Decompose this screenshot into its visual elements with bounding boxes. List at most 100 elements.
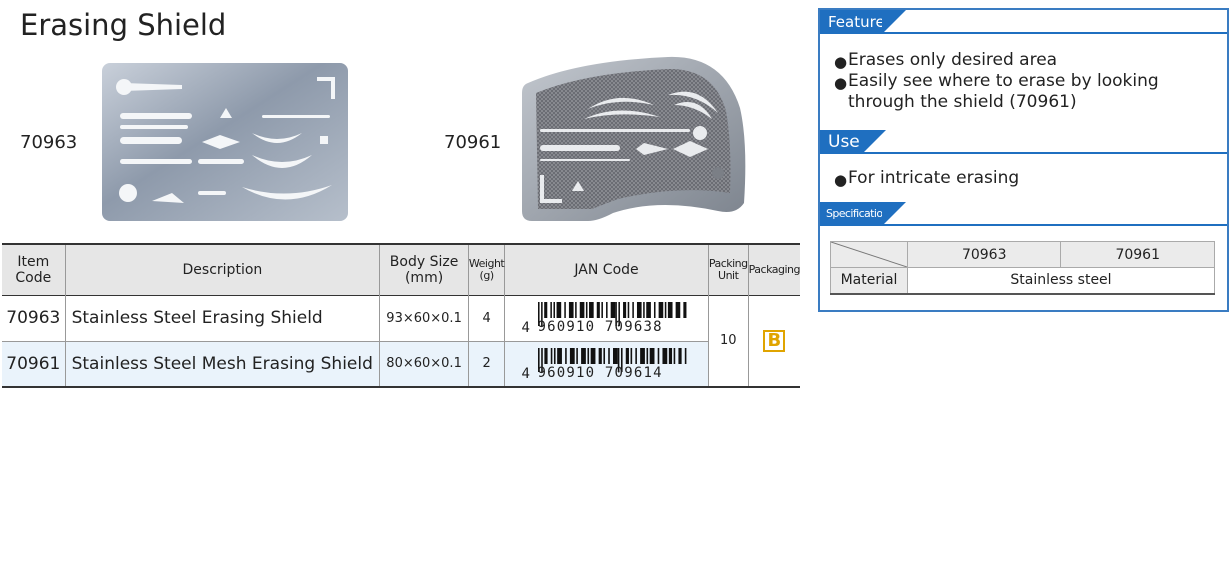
header-item-code: Item Code: [2, 244, 66, 295]
barcode-bar: [682, 302, 686, 318]
shield-70961-image: [522, 56, 746, 221]
barcode-bar: [664, 302, 666, 318]
barcode-bar: [625, 347, 629, 364]
header-jan-code: JAN Code: [504, 244, 709, 295]
features-rule: [820, 32, 1227, 34]
specifications-title: Specifications: [820, 202, 906, 226]
barcode-bar: [620, 347, 623, 372]
barcode-bar: [568, 302, 574, 318]
barcode-bar: [617, 302, 620, 326]
page-title: Erasing Shield: [20, 8, 227, 42]
row-weight: 2: [467, 341, 505, 387]
barcode-bar: [569, 347, 575, 364]
shield-70963-image: [102, 63, 348, 221]
barcode-bar: [543, 347, 548, 364]
header-packaging: Packaging: [747, 244, 800, 295]
barcode-bar: [598, 347, 602, 364]
row-jan-code: 4 960910 709638: [504, 295, 709, 341]
barcode-bar: [556, 347, 562, 364]
barcode-bar: [617, 347, 619, 372]
barcode-bar: [537, 347, 540, 372]
barcode-bar: [579, 302, 584, 318]
barcode-bar: [602, 347, 605, 364]
barcode-bar: [658, 302, 663, 318]
barcode-bar: [631, 302, 634, 318]
barcode-digits: 960910 709614: [537, 364, 663, 381]
barcode-bar: [563, 302, 566, 318]
barcode-bar: [673, 347, 675, 364]
barcode-bar: [636, 302, 642, 318]
barcode-bar: [540, 302, 543, 326]
barcode-bar: [588, 302, 594, 318]
row-description: Stainless Steel Erasing Shield: [64, 295, 380, 341]
specifications-table: 70963 70961 Material Stainless steel: [830, 241, 1215, 295]
barcode-bar: [642, 302, 645, 318]
barcode-bar: [537, 302, 540, 326]
row-item-code: 70961: [6, 353, 61, 374]
list-item: ●Easily see where to erase by looking th…: [834, 71, 1227, 113]
packing-unit-value: 10: [707, 295, 749, 387]
barcode-bar: [550, 347, 552, 364]
barcode-first-digit: 4: [521, 320, 530, 336]
barcode-bar: [543, 302, 547, 318]
barcode-bar: [585, 302, 588, 318]
bullet-icon: ●: [834, 53, 848, 71]
barcode-bar: [610, 302, 615, 318]
barcode-bar: [540, 347, 543, 372]
packaging-badge: B: [763, 329, 786, 352]
packaging-cell: B: [747, 295, 800, 387]
spec-row-label: Material: [830, 267, 908, 295]
product-table: Item Code Description Body Size (mm) Wei…: [2, 243, 800, 388]
image-label-70961: 70961: [444, 132, 502, 153]
barcode-bar: [614, 302, 617, 326]
features-title: Features: [820, 10, 906, 34]
barcode-bar: [634, 347, 637, 364]
use-rule: [820, 152, 1227, 154]
barcode-bar: [607, 347, 610, 364]
barcode-bar: [622, 302, 626, 318]
barcode-bar: [605, 302, 608, 318]
feature-text: Erases only desired area: [848, 50, 1058, 70]
barcode-digits: 960910 709638: [537, 319, 663, 335]
header-weight: Weight (g): [467, 244, 505, 295]
barcode-bar: [645, 302, 651, 318]
spec-corner-cell: [830, 241, 908, 268]
table-row: 70963 Stainless Steel Erasing Shield 93×…: [2, 295, 800, 387]
bullet-icon: ●: [834, 74, 848, 92]
row-weight: 4: [467, 295, 505, 341]
barcode-bar: [575, 347, 578, 364]
barcode-bar: [653, 302, 656, 318]
row-jan-code: 4 960910 709614: [504, 341, 709, 387]
barcode-bar: [590, 347, 595, 364]
use-list: ●For intricate erasing: [820, 154, 1227, 202]
spec-row-value: Stainless steel: [907, 267, 1215, 295]
row-description: Stainless Steel Mesh Erasing Shield: [64, 341, 380, 387]
barcode-bar: [630, 347, 632, 364]
barcode-bar: [586, 347, 589, 364]
barcode-bar: [667, 302, 673, 318]
barcode-bar: [612, 347, 618, 364]
table-row: 70961 Stainless Steel Mesh Erasing Shiel…: [2, 341, 800, 387]
barcode-bar: [657, 347, 659, 364]
header-description: Description: [64, 244, 380, 295]
use-text: For intricate erasing: [848, 168, 1020, 188]
barcode-bar: [639, 347, 645, 364]
spec-column-70961: 70961: [1060, 241, 1215, 268]
barcode-bar: [677, 347, 682, 364]
barcode-bar: [600, 302, 603, 318]
barcode-bars: [537, 347, 686, 372]
bullet-icon: ●: [834, 171, 848, 189]
barcode-bar: [649, 347, 655, 364]
list-item: ●For intricate erasing: [834, 168, 1227, 189]
barcode-bar: [556, 302, 561, 318]
barcode: 4 960910 709638: [522, 300, 692, 336]
specifications-rule: [820, 224, 1227, 226]
spec-header-row: 70963 70961: [830, 241, 1215, 268]
barcode-bar: [646, 347, 648, 364]
feature-text: Easily see where to erase by looking thr…: [848, 71, 1159, 112]
barcode-bars: [537, 302, 686, 326]
barcode-bar: [661, 347, 667, 364]
row-body-size: 93×60×0.1: [379, 295, 469, 341]
barcode: 4 960910 709614: [522, 346, 692, 382]
header-packing-unit: Packing Unit: [707, 244, 749, 295]
